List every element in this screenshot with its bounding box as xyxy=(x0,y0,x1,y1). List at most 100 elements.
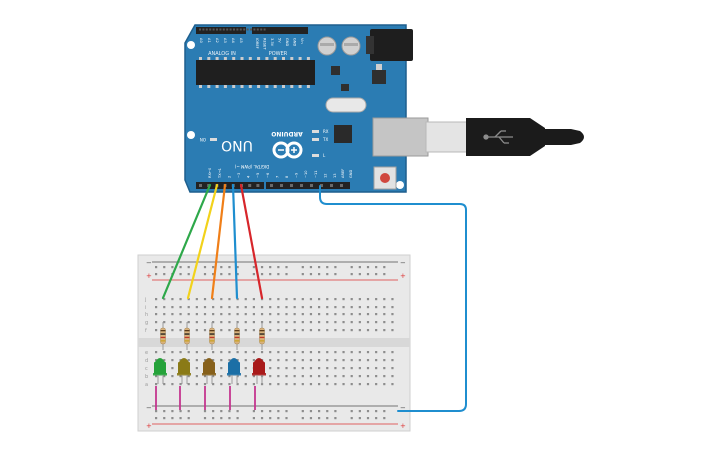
breadboard[interactable]: − + − + − + − + j i h g f e d c b a xyxy=(137,254,411,432)
row-letter: i xyxy=(145,305,146,311)
digital-pin-label: 12 xyxy=(323,173,327,178)
wire-pin1-red[interactable] xyxy=(239,183,264,300)
analog-pin-label: A4 xyxy=(231,38,235,43)
digital-header-low xyxy=(196,182,264,189)
jumper-wires xyxy=(161,183,467,412)
usb-port xyxy=(372,117,429,157)
analog-pin-label: A2 xyxy=(215,38,219,43)
led-green[interactable] xyxy=(153,358,167,384)
digital-pin-label: 7 xyxy=(275,176,279,178)
breadboard-row-letters: j i h g f e d c b a xyxy=(144,297,148,388)
rail-minus-sign: − xyxy=(400,404,406,412)
led-olive[interactable] xyxy=(202,358,216,384)
arduino-logo-icon xyxy=(272,141,303,159)
digital-pin-label: ~9 xyxy=(295,172,299,178)
digital-pin-label: ~10 xyxy=(304,170,308,178)
regulator xyxy=(372,70,386,84)
power-pin-label: 3.3V xyxy=(270,38,274,47)
row-letter: d xyxy=(145,358,148,364)
analog-pin-label: A3 xyxy=(223,38,227,43)
mount-hole xyxy=(187,41,195,49)
rail-plus-sign: + xyxy=(146,272,152,280)
digital-pin-label: TX→1 xyxy=(218,168,222,179)
rail-minus-sign: − xyxy=(146,259,152,267)
resistor[interactable] xyxy=(209,322,215,350)
mount-hole xyxy=(187,131,195,139)
digital-pin-label: RX←0 xyxy=(208,167,212,178)
led-red[interactable] xyxy=(252,358,266,384)
power-label: POWER xyxy=(269,51,288,57)
led-blue[interactable] xyxy=(227,358,241,384)
power-pin-label: GND xyxy=(285,38,289,46)
row-letter: g xyxy=(145,320,148,326)
digital-pin-label: 4 xyxy=(247,175,251,178)
brand-label: ARDUINO xyxy=(271,130,302,137)
aref-label: AREF xyxy=(341,169,345,178)
rx-led xyxy=(312,130,319,133)
digital-header-high xyxy=(266,182,350,189)
usb-chip xyxy=(334,125,352,143)
row-letter: e xyxy=(145,350,148,356)
smd-component xyxy=(331,66,340,75)
usb-cable[interactable] xyxy=(372,117,584,157)
tx-led xyxy=(312,138,319,141)
led-circuits xyxy=(153,322,266,410)
row-letter: a xyxy=(145,382,148,388)
analog-pin-label: A5 xyxy=(239,38,243,43)
analog-pin-labels: A0 A1 A2 A3 A4 A5 xyxy=(199,38,243,43)
digital-pin-label: 13 xyxy=(333,173,337,178)
resistor[interactable] xyxy=(234,322,240,350)
digital-pin-label: 8 xyxy=(285,175,289,178)
usb-icon xyxy=(483,130,513,144)
rail-plus-sign: + xyxy=(146,422,152,430)
power-jack[interactable] xyxy=(370,29,413,61)
on-led xyxy=(210,138,217,141)
digital-pin-label: ~3 xyxy=(237,173,241,178)
power-pin-label: GND xyxy=(293,38,297,46)
power-pin-label: RESET xyxy=(263,38,267,50)
wire-pin3-orange[interactable] xyxy=(210,183,227,300)
row-letter: f xyxy=(145,328,147,334)
digital-pin-label: 2 xyxy=(227,176,231,178)
rail-minus-sign: − xyxy=(146,404,152,412)
power-pin-label: Vin xyxy=(300,38,304,44)
digital-pin-label: ~11 xyxy=(314,170,318,178)
digital-label: DIGITAL (PWM ~) xyxy=(234,164,269,169)
power-pin-label: 5V xyxy=(278,38,282,43)
row-letter: c xyxy=(145,366,148,372)
digital-pin-labels: 13 12 ~11 ~10 ~9 8 7 ~6 ~5 4 ~3 2 TX→1 RX←0 AREF GND xyxy=(208,167,353,179)
resistor[interactable] xyxy=(259,322,265,350)
model-label: UNO xyxy=(221,137,253,153)
rail-plus-sign: + xyxy=(400,272,406,280)
mount-hole xyxy=(396,181,404,189)
row-letter: b xyxy=(145,374,148,380)
row-letter: j xyxy=(144,297,146,303)
resistor[interactable] xyxy=(184,322,190,350)
digital-pin-label: ~5 xyxy=(256,173,260,178)
wire-pin5-green[interactable] xyxy=(161,183,212,300)
resistor[interactable] xyxy=(160,322,166,350)
wire-gnd-blue[interactable] xyxy=(319,185,467,412)
l-led xyxy=(312,154,319,157)
rail-plus-sign: + xyxy=(400,422,406,430)
power-header xyxy=(252,27,308,34)
rail-minus-sign: − xyxy=(400,259,406,267)
digital-pin-label: ~6 xyxy=(266,172,270,178)
on-label: ON xyxy=(200,137,206,142)
power-pin-label: IOREF xyxy=(255,38,259,49)
wire-pin4-yellow[interactable] xyxy=(186,183,219,300)
crystal xyxy=(325,97,367,113)
rx-label: RX xyxy=(323,129,329,134)
row-letter: h xyxy=(145,312,148,318)
analog-pin-label: A0 xyxy=(199,38,203,43)
led-yellow[interactable] xyxy=(177,358,191,384)
gnd-label: GND xyxy=(349,170,353,178)
wire-pin2-blue[interactable] xyxy=(231,183,239,300)
tx-label: TX xyxy=(322,137,328,142)
analog-pin-label: A1 xyxy=(207,38,211,43)
atmega-chip xyxy=(196,60,315,85)
analog-in-label: ANALOG IN xyxy=(208,51,236,57)
